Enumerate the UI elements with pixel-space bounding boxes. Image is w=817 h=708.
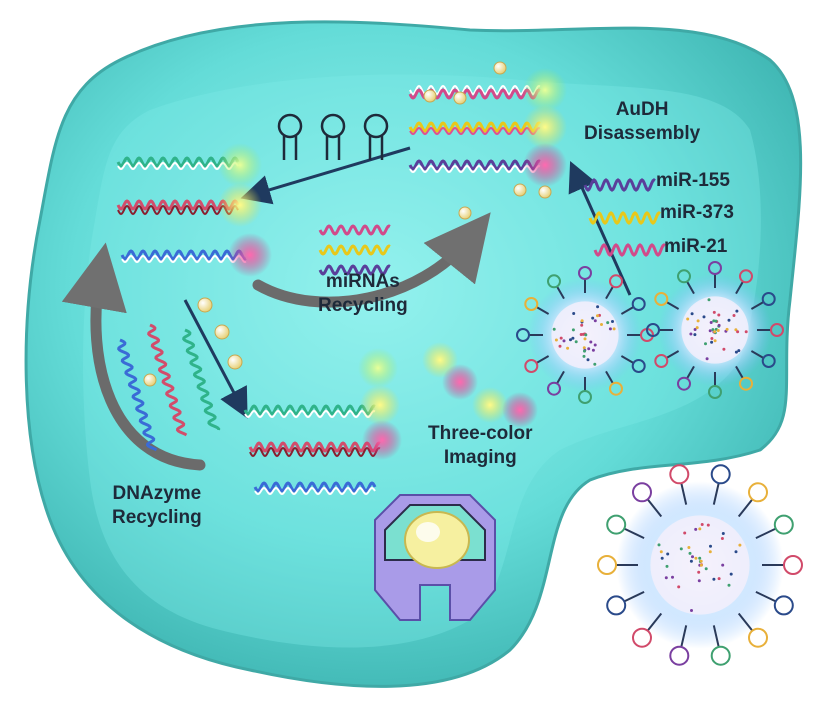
label-mir-373: miR-373 (660, 202, 734, 224)
label-three-color-imaging: Three-color Imaging (428, 422, 533, 470)
label-mir-21: miR-21 (664, 236, 727, 258)
label-mirnas-recycling: miRNAs Recycling (318, 270, 408, 318)
gold-nanoparticle (598, 465, 802, 664)
label-mir-155: miR-155 (656, 170, 730, 192)
label-dnazyme-recycling: DNAzyme Recycling (112, 482, 202, 530)
label-audh-disassembly: AuDH Disassembly (584, 98, 700, 146)
